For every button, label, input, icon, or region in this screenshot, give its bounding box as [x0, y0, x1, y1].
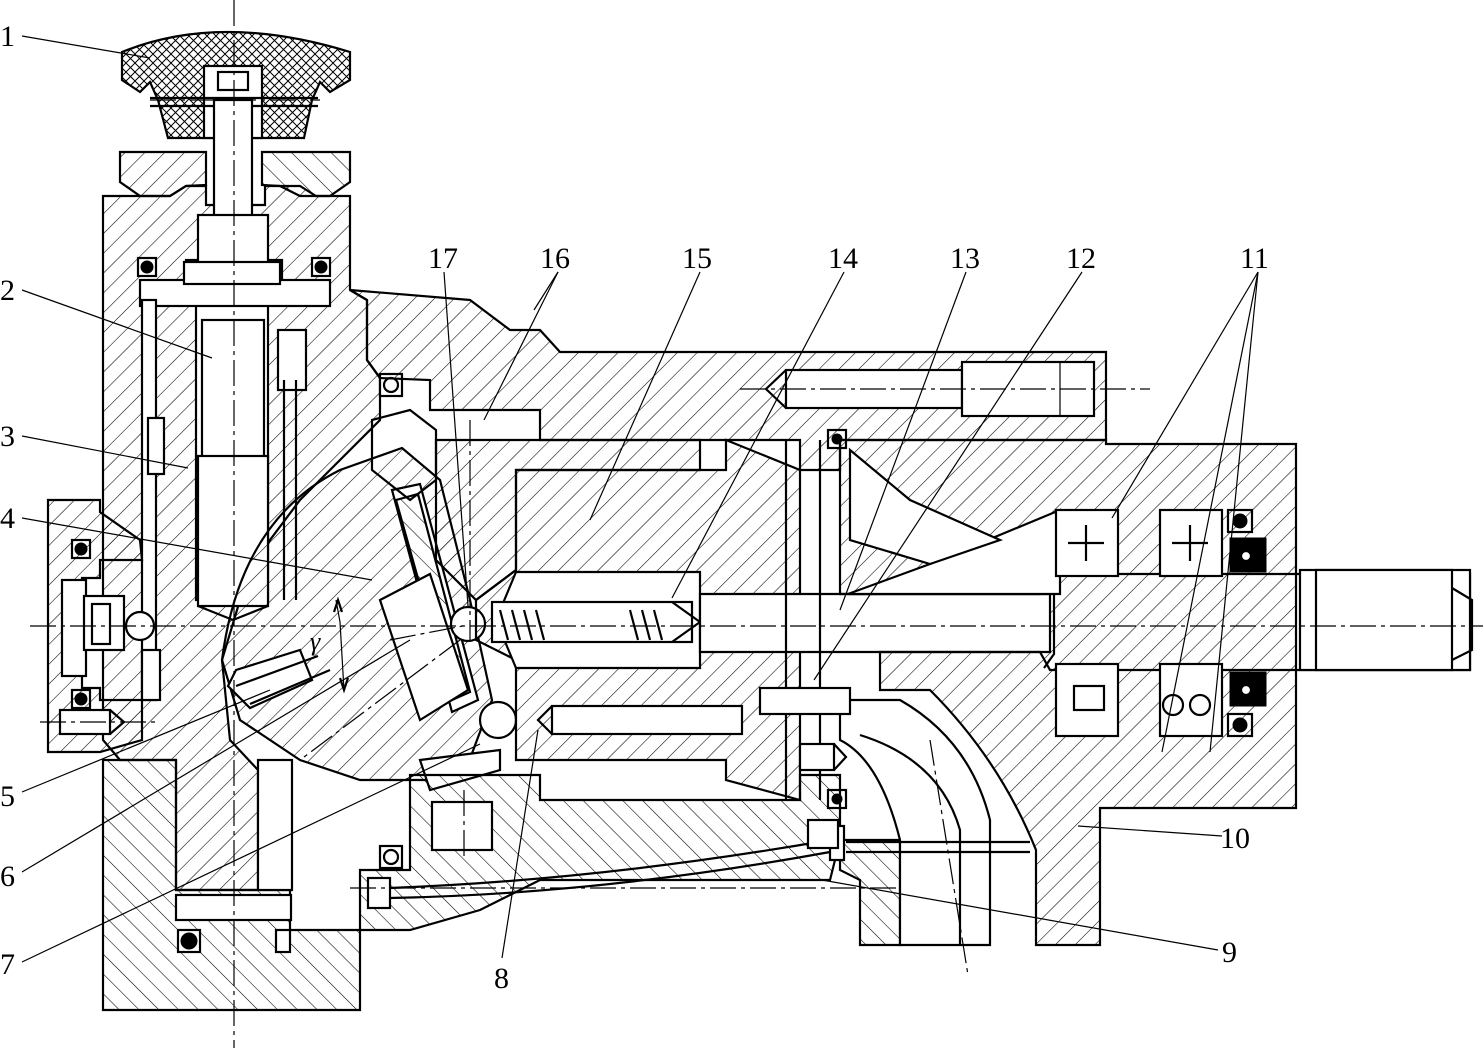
part-label-17: 17: [428, 242, 458, 275]
part-label-2: 2: [0, 274, 15, 307]
part-label-12: 12: [1066, 242, 1096, 275]
part-label-3: 3: [0, 420, 15, 453]
part-label-1: 1: [0, 20, 15, 53]
spring: [498, 609, 664, 641]
angle-gamma-symbol: γ: [310, 627, 321, 656]
part-label-13: 13: [950, 242, 980, 275]
cylinder-block: [434, 438, 802, 802]
part-labels: 1 2 3 4 5 6 7 8 9 10 11 12 13 14 15 16 1…: [0, 20, 1269, 995]
part-label-11: 11: [1240, 242, 1269, 275]
swash-angle-indicator: γ: [310, 596, 350, 694]
swashplate-assembly: [220, 408, 518, 792]
part-label-10: 10: [1220, 822, 1250, 855]
valve-spool: [182, 213, 282, 622]
part-label-6: 6: [0, 860, 15, 893]
part-label-15: 15: [682, 242, 712, 275]
part-label-9: 9: [1222, 936, 1237, 969]
leader-lines: [21, 35, 1259, 963]
part-label-8: 8: [494, 962, 509, 995]
right-housing: [758, 438, 1298, 947]
center-lines: [30, 0, 1483, 1048]
part-label-5: 5: [0, 780, 15, 813]
part-label-4: 4: [0, 502, 15, 535]
part-label-14: 14: [828, 242, 858, 275]
part-label-7: 7: [0, 948, 15, 981]
adjusting-knob[interactable]: [118, 30, 352, 220]
part-label-16: 16: [540, 242, 570, 275]
